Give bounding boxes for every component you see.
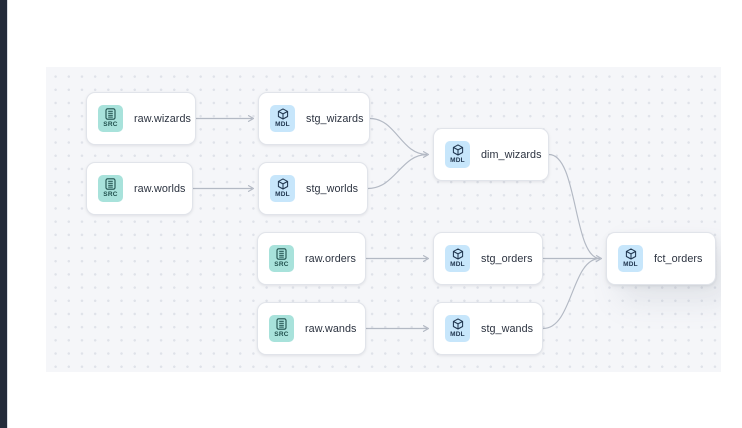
node-type-badge-src: SRC [98,105,123,132]
node-type-badge-mdl: MDL [270,105,295,132]
node-type-badge-mdl: MDL [270,175,295,202]
cube-icon [452,318,464,330]
node-type-badge-mdl: MDL [445,315,470,342]
app-rail-divider [7,0,8,428]
node-type-label: MDL [450,331,465,338]
cube-icon [452,248,464,260]
cube-icon [277,108,289,120]
database-icon [105,178,116,190]
graph-node-fct-orders[interactable]: MDL fct_orders [606,232,716,285]
graph-node-raw-orders[interactable]: SRC raw.orders [257,232,366,285]
edge-stg-wizards-to-dim-wizards [369,117,428,156]
node-type-label: MDL [450,157,465,164]
node-label: raw.worlds [134,182,186,195]
cube-icon [277,178,289,190]
node-type-label: MDL [275,191,290,198]
graph-node-stg-worlds[interactable]: MDL stg_worlds [258,162,368,215]
node-type-label: SRC [274,261,289,268]
node-type-label: SRC [103,121,118,128]
node-type-label: SRC [103,191,118,198]
node-label: raw.orders [305,252,356,265]
node-label: fct_orders [654,252,703,265]
node-label: stg_worlds [306,182,359,195]
node-type-badge-src: SRC [98,175,123,202]
database-icon [276,318,287,330]
node-label: dim_wizards [481,148,542,161]
graph-node-raw-wands[interactable]: SRC raw.wands [257,302,366,355]
cube-icon [625,248,637,260]
node-type-label: MDL [623,261,638,268]
graph-node-raw-worlds[interactable]: SRC raw.worlds [86,162,193,215]
app-left-rail [0,0,7,428]
edge-dim-wizards-to-fct-orders [548,153,601,260]
node-type-badge-src: SRC [269,315,294,342]
node-label: raw.wizards [134,112,191,125]
node-type-label: MDL [275,121,290,128]
node-type-badge-mdl: MDL [445,141,470,168]
cube-icon [452,144,464,156]
graph-node-stg-wizards[interactable]: MDL stg_wizards [258,92,370,145]
database-icon [105,108,116,120]
node-label: raw.wands [305,322,357,335]
node-label: stg_wands [481,322,534,335]
node-label: stg_orders [481,252,533,265]
graph-node-raw-wizards[interactable]: SRC raw.wizards [86,92,196,145]
graph-node-dim-wizards[interactable]: MDL dim_wizards [433,128,549,181]
graph-node-stg-wands[interactable]: MDL stg_wands [433,302,543,355]
node-type-label: SRC [274,331,289,338]
node-type-label: MDL [450,261,465,268]
edge-stg-worlds-to-dim-wizards [367,153,428,190]
edge-stg-wands-to-fct-orders [542,257,601,330]
database-icon [276,248,287,260]
node-type-badge-mdl: MDL [445,245,470,272]
node-type-badge-mdl: MDL [618,245,643,272]
graph-node-stg-orders[interactable]: MDL stg_orders [433,232,543,285]
node-type-badge-src: SRC [269,245,294,272]
node-label: stg_wizards [306,112,364,125]
